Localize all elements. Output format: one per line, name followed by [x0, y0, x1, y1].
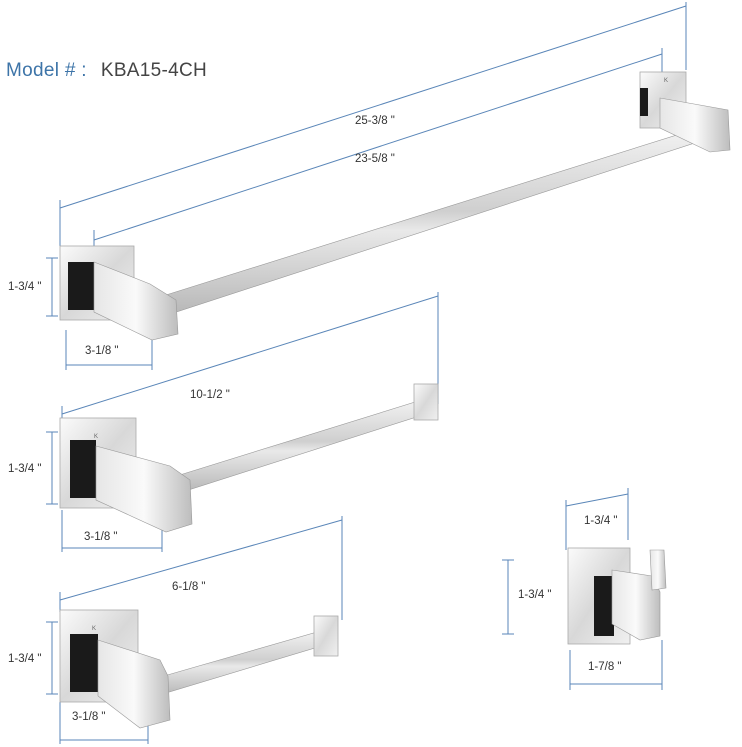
- plate-height-dimension: 1-3/4 ": [8, 257, 58, 317]
- projection-dimension: 1-7/8 ": [569, 640, 663, 690]
- plate-height-label: 1-3/4 ": [8, 463, 42, 475]
- overall-length-label: 25-3/8 ": [355, 115, 395, 127]
- projection-label: 1-7/8 ": [588, 661, 622, 673]
- projection-dimension: 3-1/8 ": [59, 702, 149, 744]
- toilet-paper-holder-diagram: 6-1/8 " 1-3/4 " 3-1/8 " K: [8, 516, 343, 744]
- plate-height-label: 1-3/4 ": [8, 653, 42, 665]
- projection-label: 3-1/8 ": [72, 711, 106, 723]
- model-number: KBA15-4CH: [100, 60, 208, 81]
- svg-text:K: K: [92, 626, 96, 632]
- end-bracket: [413, 383, 439, 421]
- overall-length-dimension: 25-3/8 ": [59, 2, 687, 246]
- plate-height-dimension: 1-3/4 ": [8, 621, 58, 695]
- svg-text:K: K: [664, 78, 668, 84]
- plate-height-dimension: 1-3/4 ": [8, 431, 58, 505]
- projection-label: 3-1/8 ": [85, 345, 119, 357]
- projection-dimension: 3-1/8 ": [65, 330, 153, 370]
- model-number-label: Model # : KBA15-4CH: [6, 60, 207, 82]
- hook-prong: [649, 549, 667, 591]
- model-label: Model # :: [6, 60, 87, 81]
- plate-height-label: 1-3/4 ": [8, 281, 42, 293]
- svg-text:K: K: [94, 434, 98, 440]
- projection-label: 3-1/8 ": [84, 531, 118, 543]
- robe-hook-diagram: 1-3/4 " 1-3/4 " 1-7/8 ": [502, 488, 667, 690]
- width-label: 1-3/4 ": [584, 515, 618, 527]
- towel-bar-24-diagram: 25-3/8 " 23-5/8 " 1-3/4 " 3-1/8 " K: [8, 2, 731, 370]
- height-label: 1-3/4 ": [518, 589, 552, 601]
- end-cap: [313, 615, 339, 657]
- height-dimension: 1-3/4 ": [502, 559, 552, 635]
- bar-length-dimension: 23-5/8 ": [93, 48, 663, 248]
- length-label: 6-1/8 ": [172, 581, 206, 593]
- towel-bar-9-diagram: 10-1/2 " 1-3/4 " 3-1/8 " K: [8, 292, 439, 552]
- length-dimension: 6-1/8 ": [59, 516, 343, 620]
- bar-length-label: 23-5/8 ": [355, 153, 395, 165]
- projection-dimension: 3-1/8 ": [61, 510, 163, 552]
- length-label: 10-1/2 ": [190, 389, 230, 401]
- width-dimension: 1-3/4 ": [565, 488, 629, 550]
